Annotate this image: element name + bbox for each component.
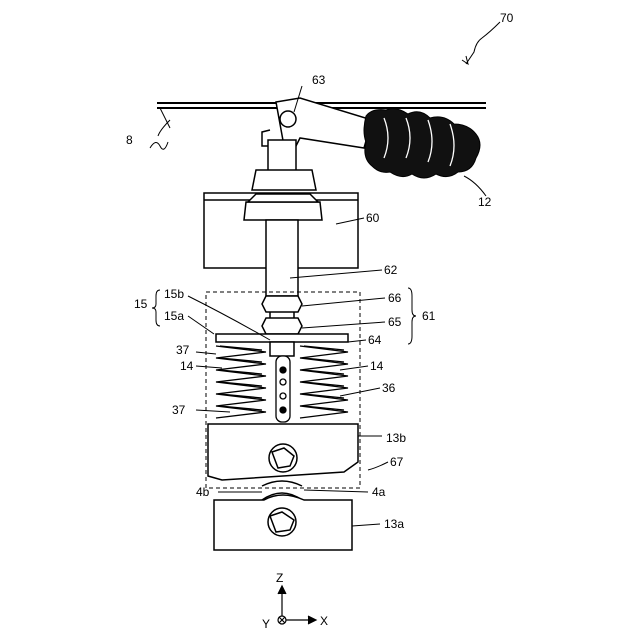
label-8: 8 [126, 133, 133, 147]
label-37-bottom: 37 [172, 403, 186, 417]
label-62: 62 [384, 263, 398, 277]
label-37-top: 37 [176, 343, 190, 357]
shaft [266, 220, 298, 296]
center-rod [276, 356, 290, 422]
label-12: 12 [478, 195, 492, 209]
left-spring [216, 346, 266, 418]
right-spring [300, 346, 348, 418]
nut-65 [262, 318, 302, 334]
block-13a [214, 495, 352, 550]
lever-handle [364, 109, 480, 178]
label-15b: 15b [164, 287, 184, 301]
label-64: 64 [368, 333, 382, 347]
label-14-right: 14 [370, 359, 384, 373]
nut-66 [262, 296, 302, 318]
label-36: 36 [382, 381, 396, 395]
label-13b: 13b [386, 431, 406, 445]
label-70: 70 [500, 11, 514, 25]
label-4a: 4a [372, 485, 386, 499]
block-13b [208, 424, 358, 480]
label-4b: 4b [196, 485, 210, 499]
spring-plate [216, 334, 348, 356]
label-67: 67 [390, 455, 404, 469]
axes-indicator [278, 586, 316, 624]
toggle-lever [252, 98, 372, 190]
label-15a: 15a [164, 309, 184, 323]
axis-y-label: Y [262, 617, 270, 631]
label-61: 61 [422, 309, 436, 323]
label-66: 66 [388, 291, 402, 305]
axis-x-label: X [320, 614, 328, 628]
label-63: 63 [312, 73, 326, 87]
label-15: 15 [134, 297, 148, 311]
axis-z-label: Z [276, 571, 283, 585]
label-13a: 13a [384, 517, 404, 531]
label-60: 60 [366, 211, 380, 225]
label-65: 65 [388, 315, 402, 329]
label-14-left: 14 [180, 359, 194, 373]
